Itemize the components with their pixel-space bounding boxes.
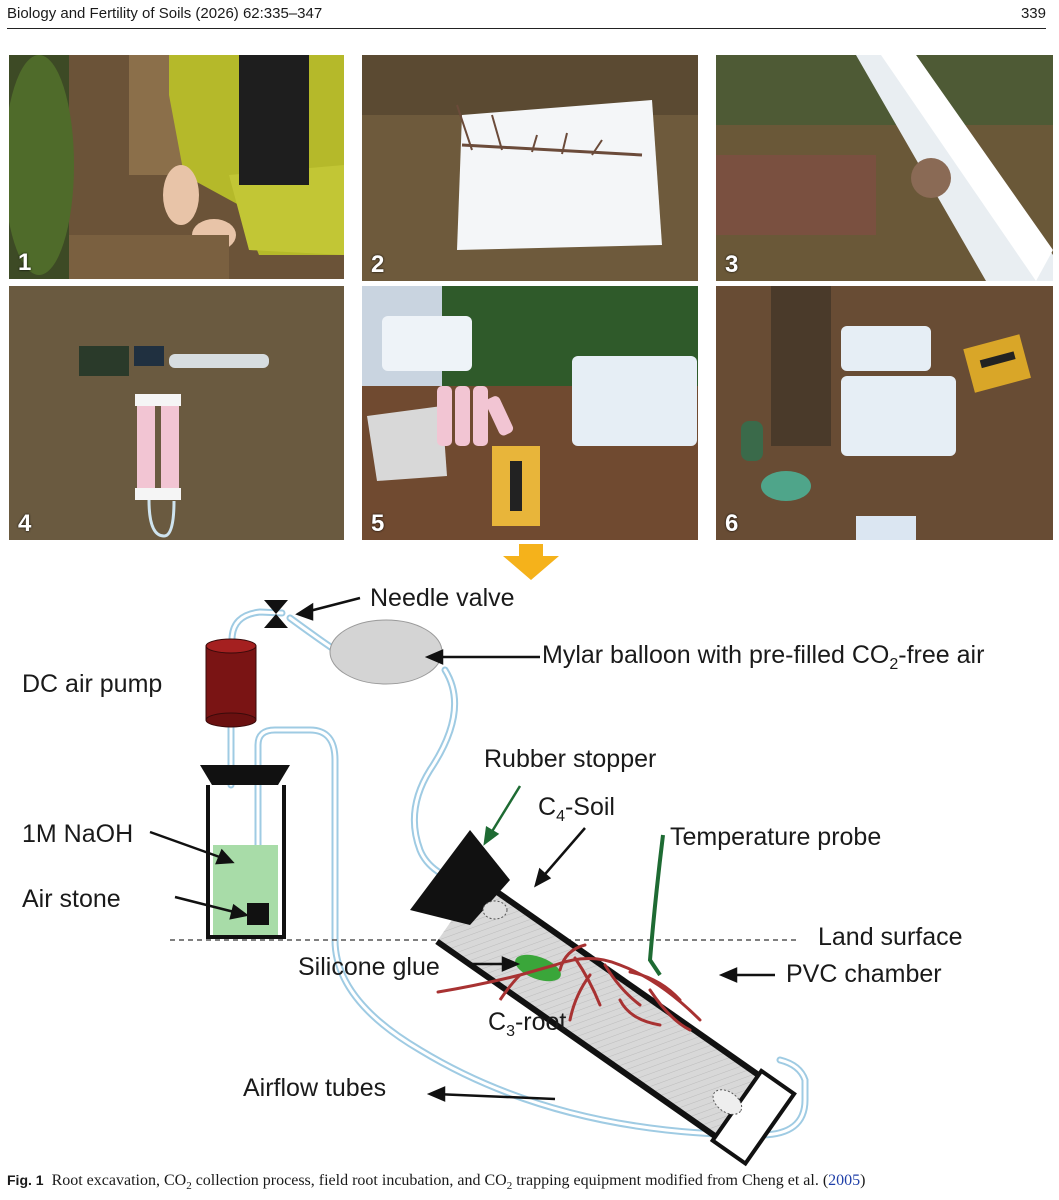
photo-6-image bbox=[716, 286, 1053, 540]
co2-trapping-diagram: Needle valve DC air pump Mylar balloon w… bbox=[0, 580, 1059, 1170]
photo-panel-4: 4 bbox=[9, 286, 344, 540]
header-rule bbox=[7, 28, 1046, 29]
photo-4-image bbox=[9, 286, 344, 540]
label-temperature-probe: Temperature probe bbox=[670, 823, 882, 851]
journal-citation: Biology and Fertility of Soils (2026) 62… bbox=[7, 5, 323, 22]
label-airflow-tubes: Airflow tubes bbox=[243, 1074, 387, 1102]
diagram-drawing bbox=[149, 596, 809, 1167]
photo-5-image bbox=[362, 286, 698, 540]
photo-6-label: 6 bbox=[725, 510, 739, 537]
citation-link[interactable]: 2005 bbox=[828, 1172, 861, 1189]
caption-sub-1: 2 bbox=[186, 1180, 192, 1193]
caption-text-2: collection process, field root incubatio… bbox=[191, 1172, 507, 1189]
photo-panel-3: 3 bbox=[716, 55, 1053, 281]
caption-text-4: ) bbox=[860, 1172, 866, 1189]
photo-panel-2: 2 bbox=[362, 55, 698, 281]
page-number: 339 bbox=[1020, 5, 1046, 22]
caption-text-1: Root excavation, CO bbox=[43, 1172, 187, 1189]
label-naoh: 1M NaOH bbox=[22, 820, 134, 848]
photo-1-label: 1 bbox=[18, 249, 32, 276]
balloon-text-sub: 2 bbox=[889, 656, 899, 673]
down-arrow-icon bbox=[503, 544, 559, 580]
page-header: Biology and Fertility of Soils (2026) 62… bbox=[0, 0, 1059, 30]
c3-text-prefix: C bbox=[488, 1008, 507, 1036]
photo-2-image bbox=[362, 55, 698, 281]
photo-2-label: 2 bbox=[371, 251, 385, 278]
label-air-stone: Air stone bbox=[22, 885, 121, 913]
label-land-surface: Land surface bbox=[818, 923, 963, 951]
label-c3-root: C3-root bbox=[488, 1008, 566, 1041]
c3-text-suffix: -root bbox=[514, 1008, 567, 1036]
photo-4-label: 4 bbox=[18, 510, 32, 537]
photo-1-image bbox=[9, 55, 344, 279]
c4-text-suffix: -Soil bbox=[564, 793, 615, 821]
caption-text-3: trapping equipment modified from Cheng e… bbox=[512, 1172, 829, 1189]
figure-caption: Fig. 1 Root excavation, CO2 collection p… bbox=[7, 1172, 865, 1192]
balloon-text-suffix: -free air bbox=[898, 641, 985, 669]
label-rubber-stopper: Rubber stopper bbox=[484, 745, 657, 773]
c3-text-sub: 3 bbox=[506, 1023, 515, 1040]
photo-3-image bbox=[716, 55, 1053, 281]
photo-panel-5: 5 bbox=[362, 286, 698, 540]
c4-text-sub: 4 bbox=[556, 808, 565, 825]
label-c4-soil: C4-Soil bbox=[538, 793, 615, 826]
photo-panel-6: 6 bbox=[716, 286, 1053, 540]
label-dc-air-pump: DC air pump bbox=[22, 670, 163, 698]
label-silicone-glue: Silicone glue bbox=[298, 953, 440, 981]
label-pvc-chamber: PVC chamber bbox=[786, 960, 942, 988]
balloon-text-prefix: Mylar balloon with pre-filled CO bbox=[542, 641, 890, 669]
c4-text-prefix: C bbox=[538, 793, 557, 821]
photo-panel-1: 1 bbox=[9, 55, 344, 279]
figure-number: Fig. 1 bbox=[7, 1172, 44, 1188]
label-mylar-balloon: Mylar balloon with pre-filled CO2-free a… bbox=[542, 641, 984, 674]
photo-3-label: 3 bbox=[725, 251, 739, 278]
caption-sub-2: 2 bbox=[506, 1180, 513, 1193]
label-needle-valve: Needle valve bbox=[370, 584, 515, 612]
photo-5-label: 5 bbox=[371, 510, 385, 537]
